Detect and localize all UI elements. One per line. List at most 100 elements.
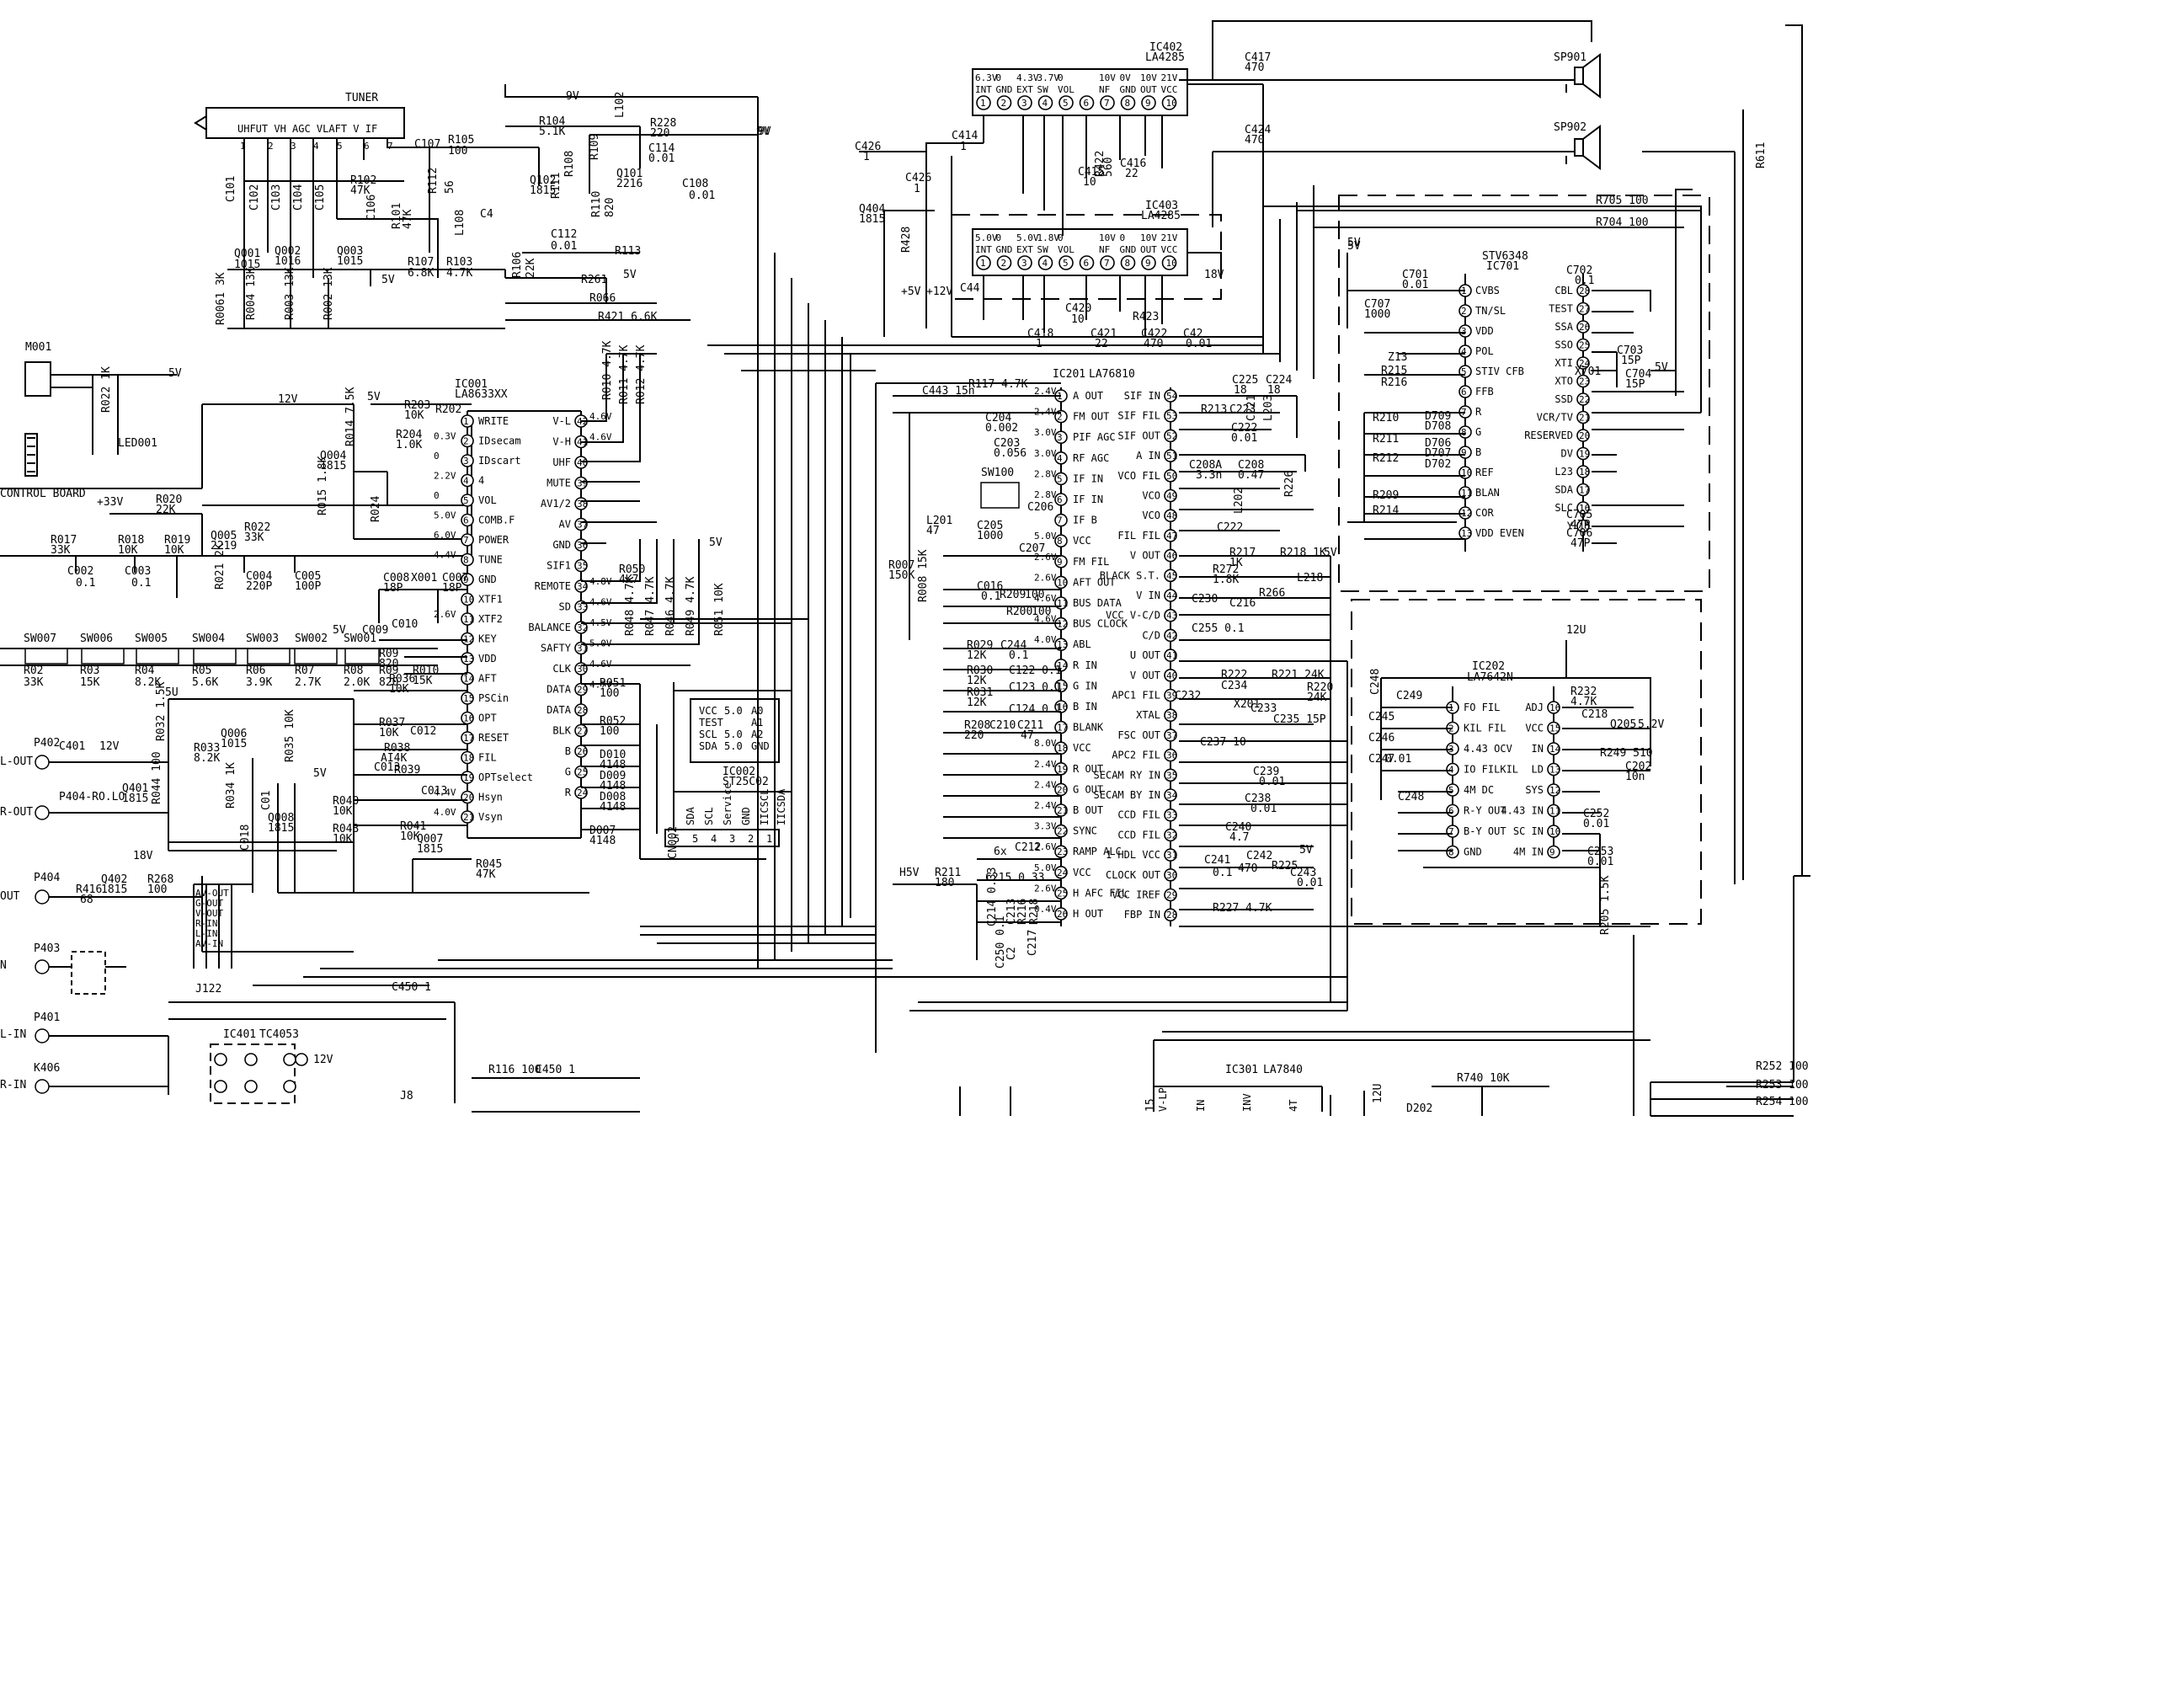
svg-text:C012: C012 (410, 725, 436, 738)
svg-text:L-IN: L-IN (0, 1028, 26, 1041)
svg-text:C222: C222 (1217, 521, 1243, 534)
svg-text:15: 15 (1144, 1098, 1157, 1112)
svg-text:C248: C248 (1398, 791, 1424, 803)
svg-text:IC001: IC001 (455, 378, 488, 391)
svg-text:P401: P401 (34, 1011, 60, 1024)
ic001-right-pin-label: G (565, 766, 571, 778)
ic001-left-pin-label: PSCin (478, 692, 509, 704)
ic701-right-pin-number: 15 (1579, 521, 1590, 532)
svg-text:VCC: VCC (699, 705, 717, 717)
ic001-left-pin-label: TUNE (478, 554, 503, 566)
ic001-left-pin-number: 13 (463, 654, 474, 665)
svg-text:0.002: 0.002 (985, 422, 1018, 435)
svg-text:0.1: 0.1 (131, 577, 151, 590)
ic201-left-pin-number: 8 (1057, 536, 1063, 547)
svg-text:C235 15P: C235 15P (1273, 713, 1326, 726)
svg-text:Q003: Q003 (337, 245, 363, 258)
ic201-left-pin-label: H OUT (1073, 908, 1103, 920)
svg-text:10K: 10K (404, 409, 424, 422)
ic001-right-pin-label: GND (552, 539, 571, 551)
ic202-right-pin-label: 4M IN (1513, 846, 1544, 858)
ic001-left-pin-number: 5 (463, 495, 469, 506)
svg-text:47: 47 (1021, 729, 1034, 742)
svg-text:L201: L201 (926, 515, 952, 527)
ic403-pin-number: 10 (1166, 258, 1177, 269)
ic201-right-pin-number: 44 (1166, 590, 1178, 601)
ic202-left-pin (1446, 783, 1459, 797)
ic202-right-pin (1547, 825, 1560, 838)
ic001-right-pin-number: 24 (577, 787, 589, 798)
svg-text:6x: 6x (994, 846, 1007, 858)
ic001-left-pin (461, 612, 474, 626)
svg-text:15P: 15P (1625, 378, 1645, 391)
ic402-pin-voltage: 0 (996, 72, 1002, 83)
svg-text:C420: C420 (1065, 302, 1091, 315)
svg-text:C215 0.33: C215 0.33 (985, 872, 1044, 884)
ic001-left-pin-label: WRITE (478, 415, 509, 427)
ic001-left-pin-number: 14 (463, 674, 475, 685)
svg-text:R421 6.6K: R421 6.6K (598, 311, 658, 323)
ic701-right-pin (1576, 465, 1590, 478)
svg-text:R014 7.5K: R014 7.5K (344, 387, 357, 446)
svg-text:100: 100 (147, 883, 167, 896)
svg-text:18V: 18V (1204, 269, 1224, 281)
svg-text:L218: L218 (1297, 572, 1323, 584)
ic201-right-pin (1164, 788, 1177, 802)
ic201-right-pin (1164, 589, 1177, 602)
ic202-right-pin-number: 11 (1549, 806, 1560, 817)
rail-labels: 9V 5V (756, 125, 1361, 249)
svg-text:C008: C008 (383, 572, 409, 584)
ic201-left-pin-number: 4 (1057, 453, 1063, 464)
ic201-left-pin-label: B IN (1073, 701, 1097, 713)
svg-text:10K: 10K (333, 805, 353, 818)
ic001-left-pin (461, 810, 474, 824)
ic001-left-pin-label: COMB.F (478, 515, 515, 526)
ic402-pin-voltage: 6.3V (975, 72, 998, 83)
ic201-left-pin-voltage: 3.0V (1034, 448, 1057, 459)
ic201-right-pin-number: 39 (1166, 691, 1177, 702)
svg-text:10K: 10K (333, 833, 353, 846)
svg-text:Q008: Q008 (268, 812, 294, 825)
ic002: IC002 ST25C02 VCC TEST SCL SDA A0 A1 A2 … (690, 698, 780, 788)
svg-text:C208A: C208A (1189, 459, 1222, 472)
ic001-left-pin-voltage: 4.0V (434, 807, 456, 818)
ic001-right-pin-voltage: 4.6V (589, 432, 612, 443)
ic402-pin (1120, 95, 1136, 110)
d202-label: D202 (1406, 1102, 1432, 1115)
ic403-pin-number: 3 (1021, 258, 1027, 269)
ic201-right-pin (1164, 748, 1177, 762)
svg-text:C706: C706 (1566, 527, 1592, 540)
svg-text:D708: D708 (1425, 420, 1451, 433)
svg-text:D702: D702 (1425, 458, 1451, 471)
svg-text:2: 2 (748, 833, 754, 845)
svg-text:R252 100: R252 100 (1756, 1060, 1809, 1073)
svg-text:H5V: H5V (899, 867, 920, 879)
ic701-left-pin-number: 4 (1461, 346, 1467, 357)
ic001-right-pin-label: DATA (547, 684, 572, 696)
ic202-left-pin-number: 5 (1448, 785, 1454, 796)
ic001-left-pin-label: FIL (478, 752, 497, 764)
svg-text:820: 820 (379, 676, 398, 689)
svg-text:1.0K: 1.0K (396, 439, 422, 451)
svg-text:R423: R423 (1133, 311, 1159, 323)
ic701-right-pin (1576, 320, 1590, 334)
ic201-left-pin-label: BUS CLOCK (1073, 618, 1128, 630)
ic701-left-pin-number: 9 (1461, 447, 1467, 458)
ic001-right-pin-label: V-H (552, 436, 571, 448)
ic201-right-pin (1164, 429, 1177, 443)
svg-text:R422: R422 (1094, 151, 1106, 177)
ic403-pin-number: 5 (1063, 258, 1069, 269)
svg-text:470: 470 (1238, 862, 1257, 875)
svg-text:AI4K: AI4K (381, 752, 407, 765)
ic001-left-pin (461, 552, 474, 567)
ic701-left-pin-number: 2 (1461, 306, 1467, 317)
ic403-pin-voltage: 10V (1099, 232, 1116, 243)
ic701-right-pin (1576, 392, 1590, 406)
ic701-right-pin-number: 21 (1579, 413, 1590, 424)
ic403-pin-number: 6 (1084, 258, 1090, 269)
svg-text:R015 1.8K: R015 1.8K (317, 456, 329, 515)
svg-text:C013: C013 (421, 785, 447, 798)
ic001-right-pin-voltage: 4.6V (589, 659, 612, 670)
svg-text:D010: D010 (600, 749, 626, 761)
svg-text:L102: L102 (614, 92, 627, 118)
